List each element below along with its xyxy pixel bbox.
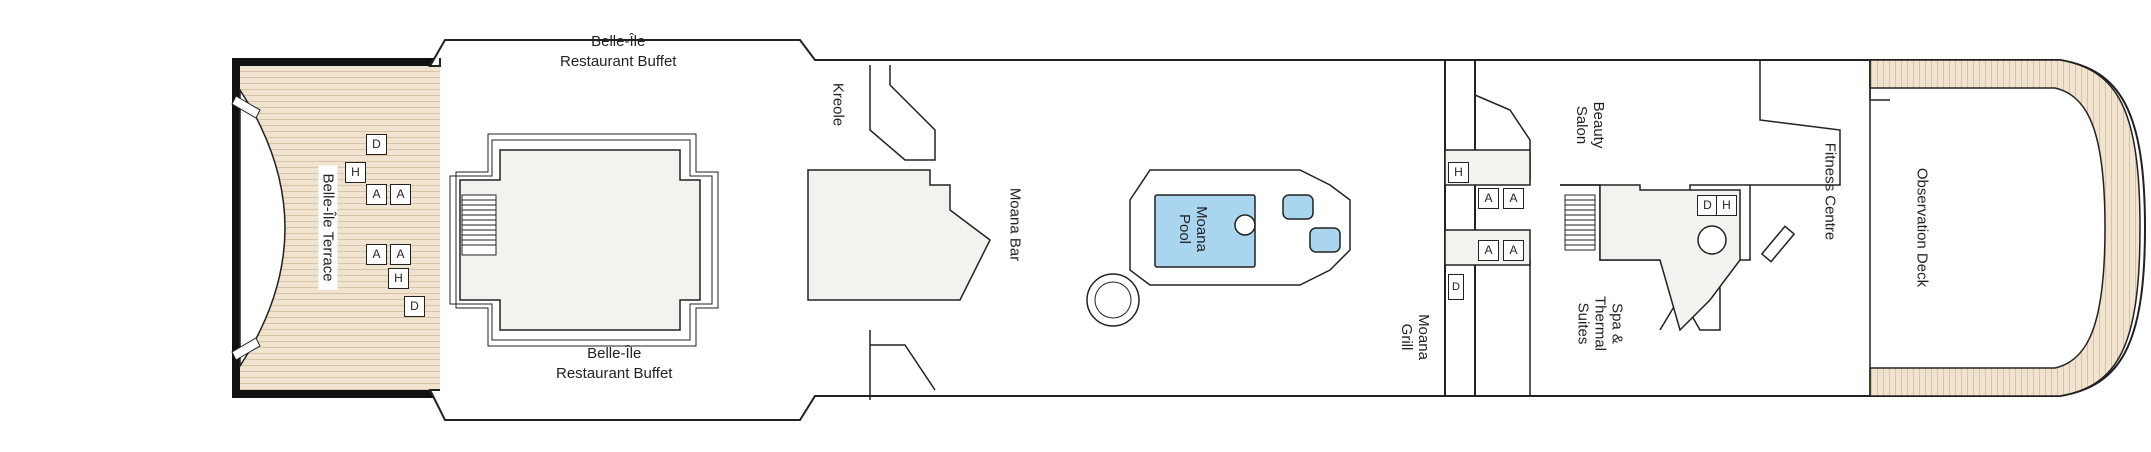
buffet-bottom-line1: Belle-Île (587, 345, 642, 362)
beauty-line1: Beauty (1590, 101, 1607, 149)
observation-label: Observation Deck (1912, 152, 1932, 303)
kreole-bar (807, 169, 991, 301)
spa-pillar (1697, 225, 1727, 255)
beauty-line2: Salon (1573, 105, 1590, 145)
buffet-top-line1: Belle-Île (591, 33, 646, 50)
grill-line2: Grill (1398, 323, 1415, 351)
pool-water (1154, 194, 1256, 268)
stairs-icon (461, 194, 497, 256)
lift-icon: A (366, 184, 387, 205)
fitness-wall (1750, 60, 1841, 186)
stairs-icon (1564, 194, 1596, 251)
buffet-kitchen (459, 149, 701, 331)
spa-bench (1760, 225, 1796, 263)
pool-label: Moana Pool (1176, 199, 1210, 259)
lift-icon: A (390, 184, 411, 205)
terrace-label: Belle-Île Terrace (318, 165, 338, 290)
grill-label: Moana Grill (1398, 307, 1432, 367)
lift-icon: A (1478, 188, 1499, 209)
buffet-top-label: Belle-Île Restaurant Buffet (560, 32, 676, 72)
spa-line2: Thermal (1591, 295, 1609, 351)
spa-line3: Suites (1574, 302, 1592, 345)
lift-icon: A (1503, 188, 1524, 209)
toilet-icon: H (345, 162, 366, 183)
kreole-room-top (869, 65, 936, 161)
buffet-bottom-label: Belle-Île Restaurant Buffet (556, 344, 672, 384)
hot-tub-2 (1309, 227, 1341, 253)
toilet-icon: H (1448, 162, 1469, 183)
hot-tub-1 (1282, 194, 1314, 220)
spa-label: Spa & Thermal Suites (1575, 284, 1626, 364)
lift-icon: A (1478, 240, 1499, 261)
buffet-kitchen-outer2 (455, 133, 719, 347)
buffet-top-line2: Restaurant Buffet (560, 53, 677, 70)
kreole-room-bottom (869, 330, 936, 400)
kreole-label: Kreole (829, 82, 847, 127)
beauty-salon-label: Beauty Salon (1573, 95, 1607, 155)
fitness-label: Fitness Centre (1821, 142, 1839, 241)
lift-icon: A (366, 244, 387, 265)
lift-icon: A (390, 244, 411, 265)
grill-line1: Moana (1415, 314, 1432, 360)
pool-line2: Pool (1176, 213, 1193, 245)
buffet-bottom-line2: Restaurant Buffet (556, 365, 673, 382)
lift-icon: A (1503, 240, 1524, 261)
toilet-icon: H (388, 268, 409, 289)
spa-walls (1560, 184, 1741, 332)
toilet-icon: H (1716, 195, 1737, 216)
stairs-icon (231, 95, 261, 361)
pool-line1: Moana (1193, 206, 1210, 252)
buffet-kitchen-outer (449, 139, 713, 341)
moana-bar-label: Moana Bar (1006, 187, 1024, 262)
pool-drain (1234, 214, 1256, 236)
disabled-toilet-icon: D (1697, 195, 1718, 216)
disabled-toilet-icon: D (404, 296, 425, 317)
disabled-toilet-icon: D (1448, 274, 1464, 300)
spa-line1: Spa & (1608, 303, 1626, 344)
lift-icon: D (366, 134, 387, 155)
